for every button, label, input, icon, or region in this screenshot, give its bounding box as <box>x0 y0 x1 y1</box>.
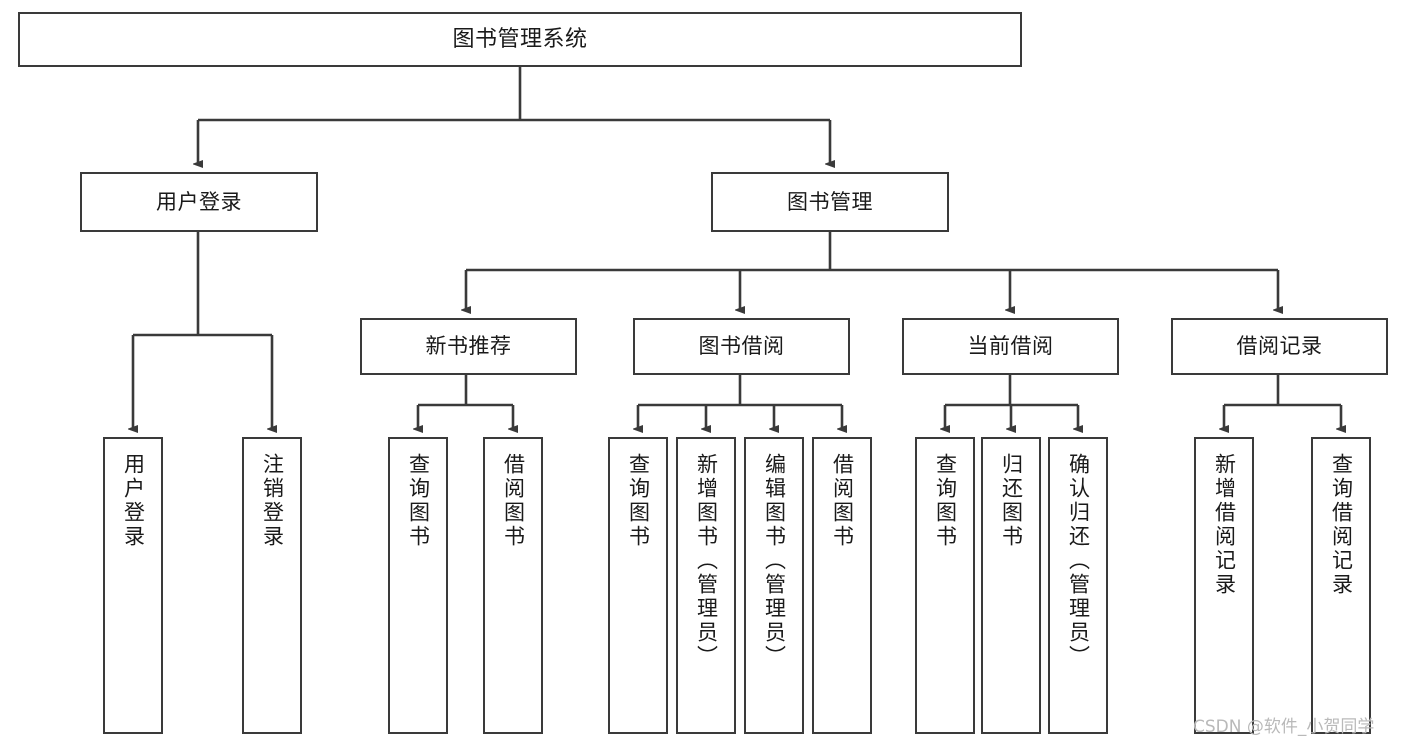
leaf-cb-query-book-label: 查询图书 <box>933 453 958 549</box>
leaf-nb-query-book-label: 查询图书 <box>406 453 431 549</box>
leaf-bb-borrow-book[interactable]: 借阅图书 <box>812 437 872 734</box>
leaf-logout-label: 注销登录 <box>260 453 285 549</box>
node-user-login-label: 用户登录 <box>156 189 242 214</box>
node-borrow-records[interactable]: 借阅记录 <box>1171 318 1388 375</box>
leaf-nb-query-book[interactable]: 查询图书 <box>388 437 448 734</box>
node-book-manage[interactable]: 图书管理 <box>711 172 949 232</box>
node-book-manage-label: 图书管理 <box>787 189 873 214</box>
leaf-bb-query-book-label: 查询图书 <box>626 453 651 549</box>
leaf-br-query-record-label: 查询借阅记录 <box>1329 453 1354 597</box>
leaf-br-add-record[interactable]: 新增借阅记录 <box>1194 437 1254 734</box>
watermark: CSDN @软件_小贺同学 <box>1193 717 1375 737</box>
leaf-cb-confirm-return[interactable]: 确认归还（管理员） <box>1048 437 1108 734</box>
leaf-bb-edit-book-label: 编辑图书（管理员） <box>762 453 787 669</box>
node-book-borrow-label: 图书借阅 <box>698 334 785 359</box>
leaf-br-add-record-label: 新增借阅记录 <box>1212 453 1237 597</box>
leaf-bb-query-book[interactable]: 查询图书 <box>608 437 668 734</box>
node-root[interactable]: 图书管理系统 <box>18 12 1022 67</box>
leaf-cb-confirm-return-label: 确认归还（管理员） <box>1066 453 1091 669</box>
leaf-bb-add-book-label: 新增图书（管理员） <box>694 453 719 669</box>
leaf-bb-borrow-book-label: 借阅图书 <box>830 453 855 549</box>
leaf-user-login[interactable]: 用户登录 <box>103 437 163 734</box>
leaf-cb-return-book-label: 归还图书 <box>999 453 1024 549</box>
node-new-book-recommend-label: 新书推荐 <box>425 334 512 359</box>
leaf-nb-borrow-book-label: 借阅图书 <box>501 453 526 549</box>
leaf-br-query-record[interactable]: 查询借阅记录 <box>1311 437 1371 734</box>
leaf-cb-return-book[interactable]: 归还图书 <box>981 437 1041 734</box>
leaf-cb-query-book[interactable]: 查询图书 <box>915 437 975 734</box>
leaf-logout[interactable]: 注销登录 <box>242 437 302 734</box>
node-current-borrow-label: 当前借阅 <box>967 334 1054 359</box>
node-borrow-records-label: 借阅记录 <box>1236 334 1323 359</box>
node-root-label: 图书管理系统 <box>452 26 588 52</box>
leaf-bb-edit-book[interactable]: 编辑图书（管理员） <box>744 437 804 734</box>
node-new-book-recommend[interactable]: 新书推荐 <box>360 318 577 375</box>
node-current-borrow[interactable]: 当前借阅 <box>902 318 1119 375</box>
leaf-nb-borrow-book[interactable]: 借阅图书 <box>483 437 543 734</box>
node-book-borrow[interactable]: 图书借阅 <box>633 318 850 375</box>
node-user-login[interactable]: 用户登录 <box>80 172 318 232</box>
leaf-user-login-label: 用户登录 <box>121 453 146 549</box>
leaf-bb-add-book[interactable]: 新增图书（管理员） <box>676 437 736 734</box>
